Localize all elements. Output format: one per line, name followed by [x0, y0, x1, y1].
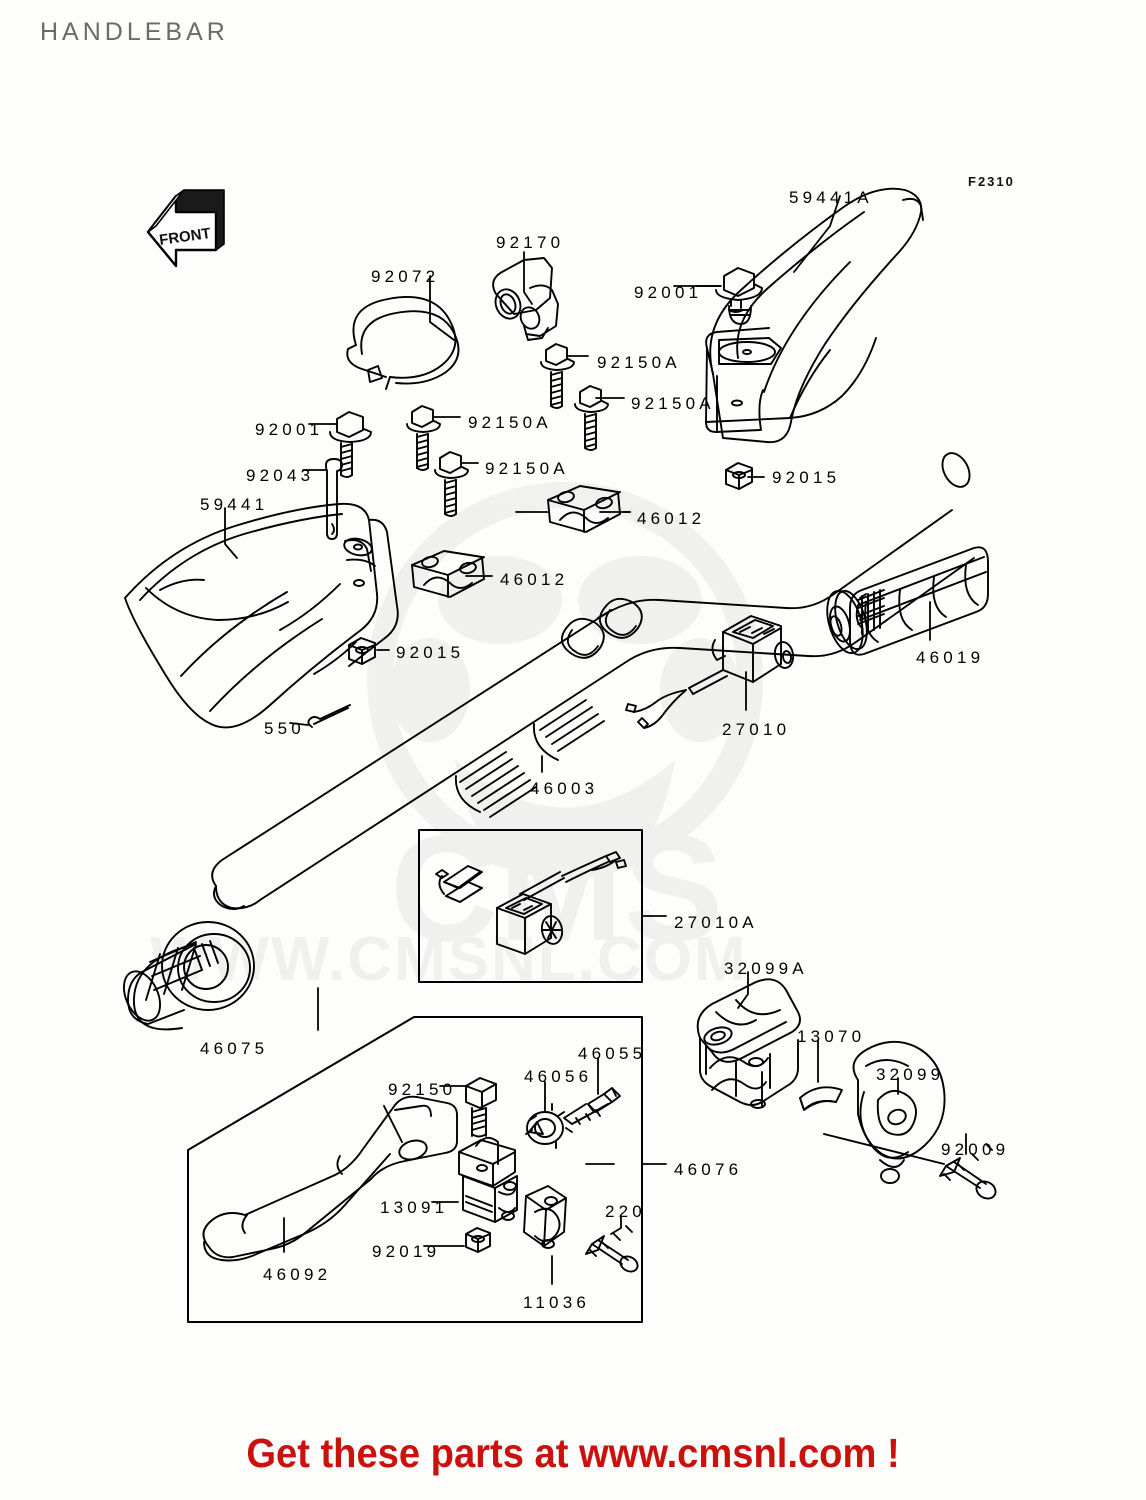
- part-label-92150A-2: 92150A: [631, 394, 715, 413]
- part-label-11036: 11036: [523, 1293, 591, 1312]
- part-92001-bolt-right: [715, 267, 763, 325]
- part-92072-band-clamp: [346, 296, 460, 390]
- part-46019-throttle-grip: [826, 546, 989, 656]
- part-46012-clamp-lower: [411, 550, 485, 598]
- part-label-13091: 13091: [380, 1198, 449, 1217]
- part-92170-cable-clamp: [492, 257, 559, 341]
- part-92015-nut-right: [725, 462, 753, 490]
- part-59441-handguard-left: [124, 502, 399, 729]
- part-46012-clamp-upper: [547, 485, 621, 533]
- part-27010-switch: [625, 615, 795, 729]
- part-label-92150A-1: 92150A: [597, 353, 681, 372]
- part-13091-lever-holder: [458, 1136, 518, 1223]
- part-92009-screw: [823, 1133, 997, 1200]
- part-46003-handlebar: [211, 452, 975, 910]
- part-label-92009: 92009: [941, 1140, 1010, 1159]
- part-label-46012-lower: 46012: [500, 570, 569, 589]
- page-title: HANDLEBAR: [40, 18, 229, 46]
- part-label-46076: 46076: [674, 1160, 743, 1179]
- part-label-46075: 46075: [200, 1039, 269, 1058]
- part-label-92019: 92019: [372, 1242, 441, 1261]
- part-label-32099A: 32099A: [724, 959, 808, 978]
- inset-box-27010A: [418, 829, 643, 983]
- part-label-46012-upper: 46012: [637, 509, 706, 528]
- part-label-59441A: 59441A: [789, 188, 873, 207]
- part-label-92043: 92043: [246, 466, 315, 485]
- part-220-screw: [585, 1225, 639, 1273]
- part-46092-clutch-lever: [202, 1095, 458, 1262]
- part-label-92150: 92150: [388, 1080, 457, 1099]
- leader-lines: [224, 195, 967, 1285]
- part-label-46003: 46003: [530, 779, 599, 798]
- part-label-46056: 46056: [524, 1067, 593, 1086]
- part-46056-adjuster-nut: [525, 1103, 573, 1149]
- part-59441A-handguard-right: [705, 187, 924, 444]
- part-label-220: 220: [605, 1202, 646, 1221]
- part-92015-nut-left: [348, 637, 376, 665]
- part-92019-nut-lever: [465, 1227, 491, 1253]
- part-label-59441: 59441: [200, 495, 269, 514]
- part-32099-throttle-case-lower: [852, 1040, 946, 1184]
- part-label-550: 550: [264, 719, 305, 738]
- part-label-13070: 13070: [797, 1027, 866, 1046]
- part-92150A-bolts: [406, 343, 609, 517]
- part-label-46019: 46019: [916, 648, 985, 667]
- part-label-92001-right: 92001: [634, 283, 703, 302]
- part-label-92072: 92072: [371, 267, 440, 286]
- inset-box-46076: [187, 1016, 643, 1323]
- part-label-92170: 92170: [496, 233, 565, 252]
- part-46075-grip-left: [123, 921, 255, 1031]
- part-92043-pin: [325, 458, 343, 540]
- part-550-cotter-pin: [307, 704, 351, 728]
- part-92001-bolt-left: [329, 411, 372, 478]
- part-46055-adjuster-screw: [563, 1087, 621, 1125]
- part-label-27010: 27010: [722, 720, 791, 739]
- part-32099A-throttle-case-upper: [696, 978, 801, 1109]
- part-label-46055: 46055: [578, 1044, 647, 1063]
- part-label-92015-left: 92015: [396, 643, 465, 662]
- part-label-92150A-3: 92150A: [468, 413, 552, 432]
- part-label-92150A-4: 92150A: [485, 459, 569, 478]
- part-label-27010A: 27010A: [674, 913, 758, 932]
- part-label-92015-right: 92015: [772, 468, 841, 487]
- front-arrow-icon: FRONT: [146, 189, 225, 268]
- part-label-46092: 46092: [263, 1265, 332, 1284]
- figure-code: F2310: [968, 174, 1015, 189]
- part-label-92001-left: 92001: [255, 420, 324, 439]
- cmsnl-banner: Get these parts at www.cmsnl.com !: [246, 1430, 900, 1476]
- part-13070-throttle-guide: [799, 1086, 843, 1111]
- part-92150-bolt-lever: [465, 1077, 497, 1138]
- part-11036-lever-clamp: [523, 1185, 567, 1249]
- part-label-32099: 32099: [876, 1065, 945, 1084]
